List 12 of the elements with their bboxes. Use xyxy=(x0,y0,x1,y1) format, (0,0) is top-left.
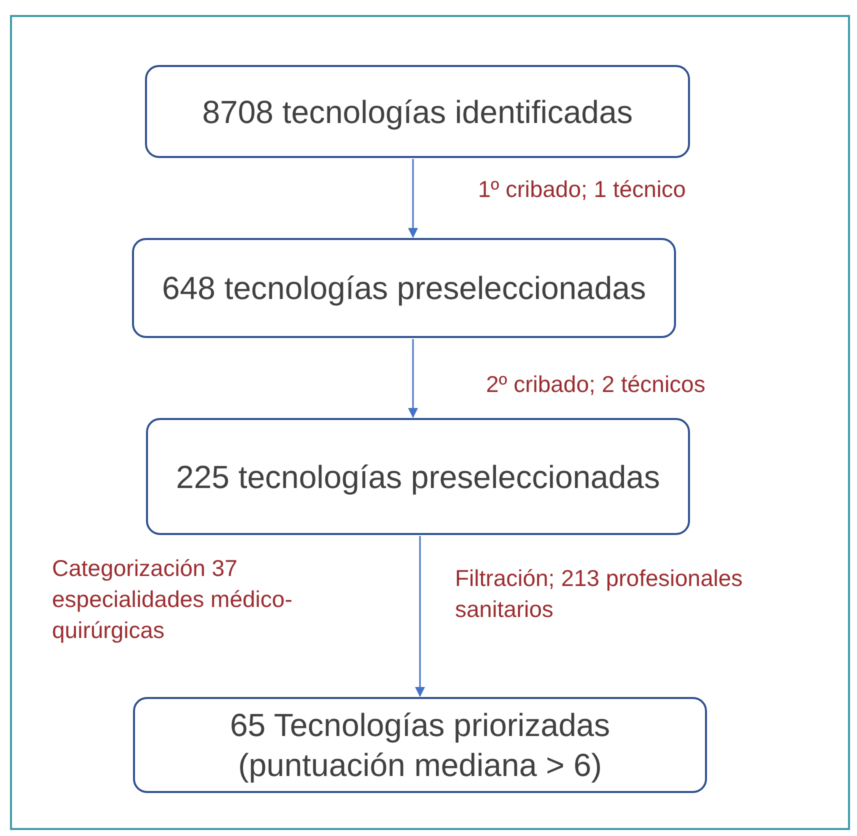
box-text: 8708 tecnologías identificadas xyxy=(202,92,633,132)
box-text: 65 Tecnologías priorizadas (puntuación mediana > 6) xyxy=(228,706,612,785)
arrow xyxy=(408,159,418,238)
process-box xyxy=(145,65,690,158)
process-box xyxy=(133,697,707,793)
arrow xyxy=(408,339,418,418)
box-text: 225 tecnologías preseleccionadas xyxy=(176,458,660,496)
note-label: Categorización 37 especialidades médico-quirúrgicas xyxy=(52,554,294,645)
process-box xyxy=(146,418,690,535)
process-box xyxy=(132,238,676,338)
arrow xyxy=(415,536,425,697)
box-text: 648 tecnologías preseleccionadas xyxy=(162,269,646,308)
